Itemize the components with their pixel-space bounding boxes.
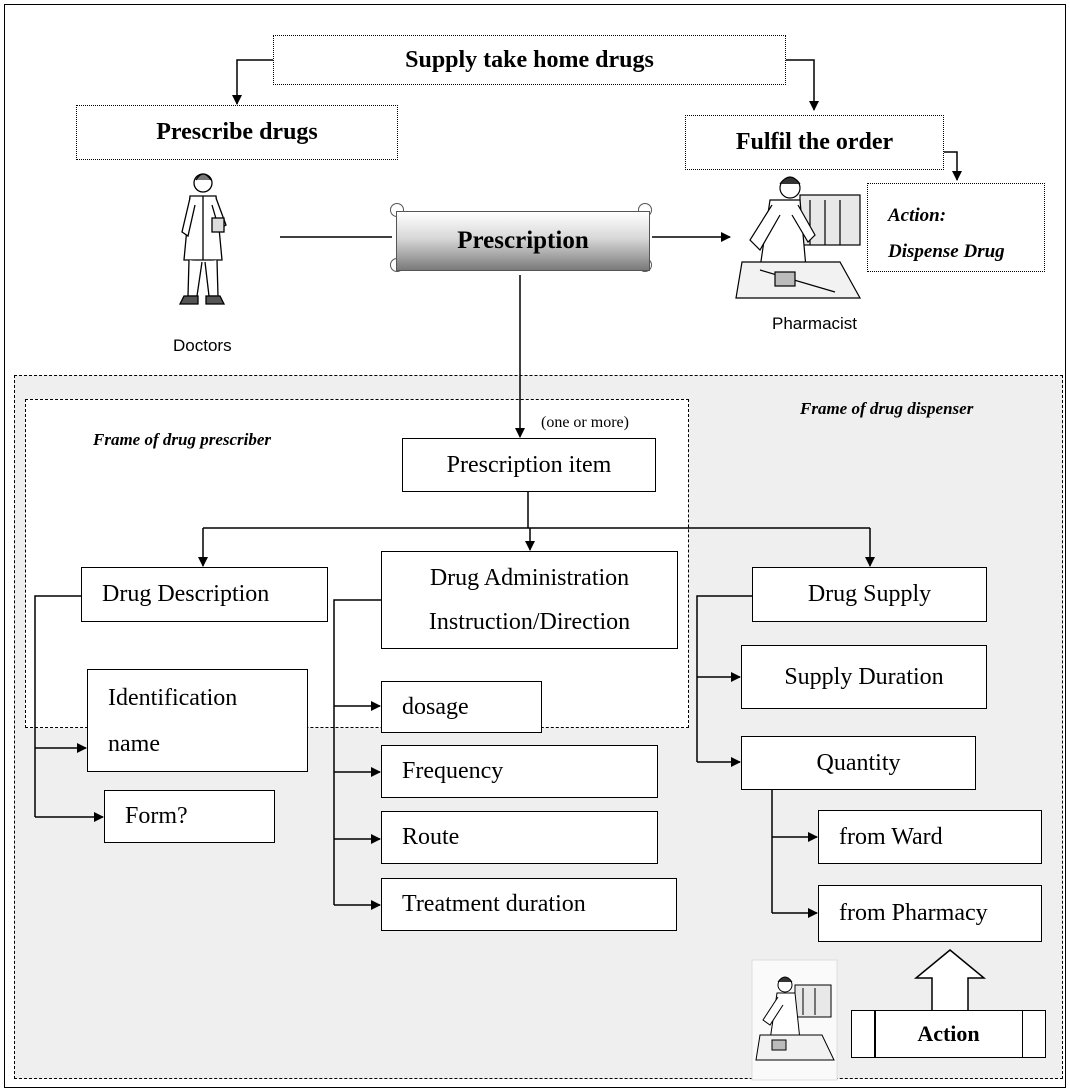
treatment-duration: Treatment duration: [381, 878, 677, 931]
one-or-more-label: (one or more): [541, 414, 629, 431]
from-ward: from Ward: [818, 810, 1042, 864]
route: Route: [381, 811, 658, 864]
frequency: Frequency: [381, 745, 658, 798]
action-dispense-drug: Action: Dispense Drug: [867, 183, 1045, 272]
action-title: Action:: [888, 205, 947, 226]
supply-take-home-drugs: Supply take home drugs: [273, 35, 786, 85]
action-button-left-bar: [874, 1011, 876, 1057]
prescription-item: Prescription item: [402, 438, 656, 492]
action-button: Action: [851, 1010, 1046, 1058]
action-button-label: Action: [917, 1021, 980, 1046]
administration-line-2: Instruction/Direction: [428, 609, 631, 635]
supply-duration: Supply Duration: [741, 645, 987, 709]
drug-administration: Drug Administration Instruction/Directio…: [381, 551, 678, 649]
prescription-title: Prescription: [396, 211, 650, 271]
quantity: Quantity: [741, 736, 976, 790]
identification-name: Identification name: [87, 669, 308, 772]
identification-line-1: Identification: [108, 684, 238, 711]
prescriber-frame-label: Frame of drug prescriber: [93, 430, 272, 449]
action-body: Dispense Drug: [888, 241, 1005, 262]
from-pharmacy: from Pharmacy: [818, 885, 1042, 942]
prescribe-drugs: Prescribe drugs: [76, 105, 398, 160]
administration-line-1: Drug Administration: [429, 565, 630, 591]
doctors-label: Doctors: [173, 336, 232, 355]
form: Form?: [104, 790, 275, 843]
dispenser-frame-label: Frame of drug dispenser: [800, 399, 974, 418]
fulfil-the-order: Fulfil the order: [685, 115, 944, 170]
prescription-scroll: Prescription: [390, 203, 652, 272]
action-button-right-bar: [1021, 1011, 1023, 1057]
drug-description: Drug Description: [81, 567, 328, 622]
outer-border: [4, 4, 1066, 1088]
identification-line-2: name: [108, 730, 160, 757]
drug-supply: Drug Supply: [752, 567, 987, 622]
pharmacist-label: Pharmacist: [772, 314, 858, 333]
dosage: dosage: [381, 681, 542, 733]
